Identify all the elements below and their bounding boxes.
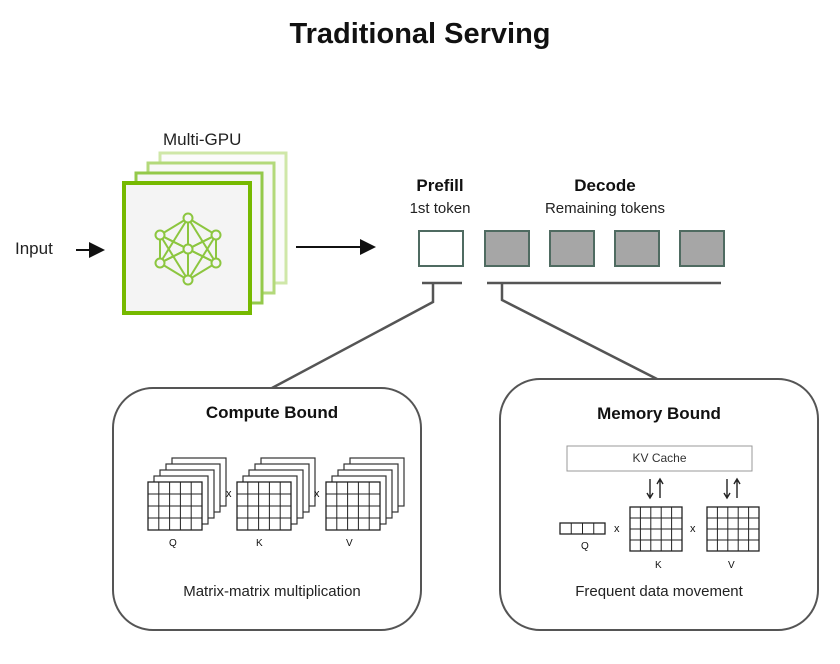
neural-network-icon [154, 212, 222, 286]
compute-matrix-q [147, 481, 203, 531]
prefill-subtitle: 1st token [409, 200, 471, 217]
prefill-token [418, 230, 464, 267]
compute-operator-1: x [226, 488, 232, 500]
compute-matrices [147, 457, 405, 531]
compute-matrix-k [236, 481, 292, 531]
k-transfer-arrows-icon [646, 477, 664, 500]
prefill-title: Prefill [416, 176, 464, 195]
memory-matrix-q [559, 522, 606, 535]
decode-connector [487, 281, 721, 381]
decode-tokens [484, 230, 725, 267]
memory-v-label: V [728, 560, 735, 571]
memory-matrix-v [706, 506, 760, 552]
prefill-connector [271, 281, 462, 390]
gpu-card-front [122, 181, 252, 315]
decode-token [679, 230, 725, 267]
decode-token [614, 230, 660, 267]
compute-matrix-v [325, 481, 381, 531]
decode-token [484, 230, 530, 267]
decode-subtitle: Remaining tokens [544, 200, 666, 217]
memory-bound-caption: Frequent data movement [575, 583, 743, 600]
compute-bound-title: Compute Bound [205, 403, 339, 422]
compute-operator-2: x [314, 488, 320, 500]
kv-cache-box [566, 445, 753, 472]
compute-bound-caption: Matrix-matrix multiplication [183, 583, 361, 600]
memory-matrix-k [629, 506, 683, 552]
decode-title: Decode [574, 176, 636, 195]
memory-k-label: K [655, 560, 662, 571]
kv-cache-label: KV Cache [632, 451, 687, 465]
v-transfer-arrows-icon [723, 477, 741, 500]
memory-q-label: Q [581, 541, 589, 552]
memory-bound-title: Memory Bound [597, 404, 721, 423]
diagram-title: Traditional Serving [289, 18, 551, 50]
compute-v-label: V [346, 538, 353, 549]
compute-k-label: K [256, 538, 263, 549]
compute-q-label: Q [169, 538, 177, 549]
gpu-stack-label: Multi-GPU [163, 130, 242, 149]
decode-token [549, 230, 595, 267]
gpu-stack [122, 151, 288, 315]
memory-operator-2: x [690, 523, 696, 535]
memory-bound-box [499, 378, 819, 631]
memory-matrices [559, 477, 760, 552]
memory-operator-1: x [614, 523, 620, 535]
input-label: Input [15, 239, 53, 258]
